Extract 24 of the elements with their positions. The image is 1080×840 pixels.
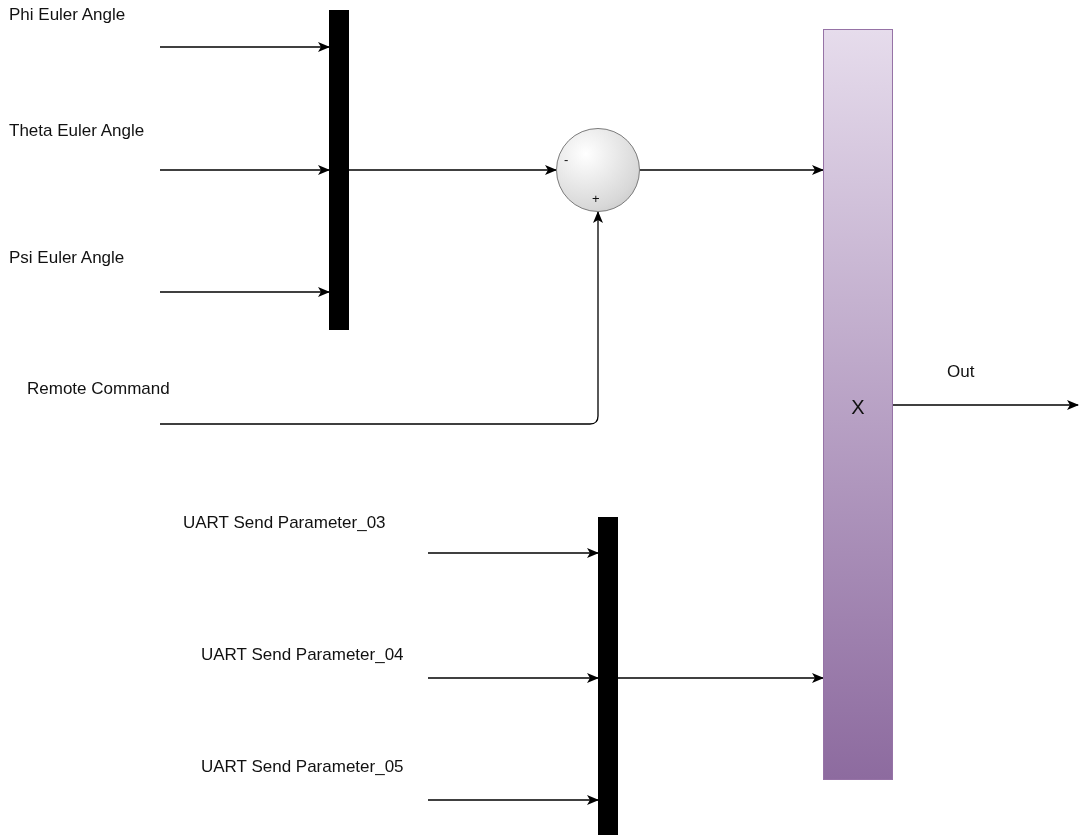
arrow	[159, 165, 330, 175]
sign-text: -	[564, 153, 569, 166]
arrow	[159, 287, 330, 297]
arrow	[159, 42, 330, 52]
signal-label: Theta Euler Angle	[9, 120, 145, 142]
operator-text: X	[851, 395, 865, 420]
signal-label: Remote Command	[27, 378, 170, 400]
arrow	[427, 673, 599, 683]
signal-label: UART Send Parameter_04	[201, 644, 404, 666]
signal-label: UART Send Parameter_05	[201, 756, 404, 778]
signal-label: Phi Euler Angle	[9, 4, 126, 26]
product-block	[823, 29, 893, 780]
signal-label: Psi Euler Angle	[9, 247, 125, 269]
arrow	[427, 548, 599, 558]
arrow	[639, 165, 824, 175]
mux-bar	[598, 517, 618, 835]
arrow	[427, 795, 599, 805]
mux-bar	[329, 10, 349, 330]
arrow	[159, 211, 603, 425]
arrow	[617, 673, 824, 683]
signal-label: UART Send Parameter_03	[183, 512, 386, 534]
arrow	[348, 165, 557, 175]
arrow	[892, 400, 1079, 410]
sign-text: +	[592, 192, 600, 205]
